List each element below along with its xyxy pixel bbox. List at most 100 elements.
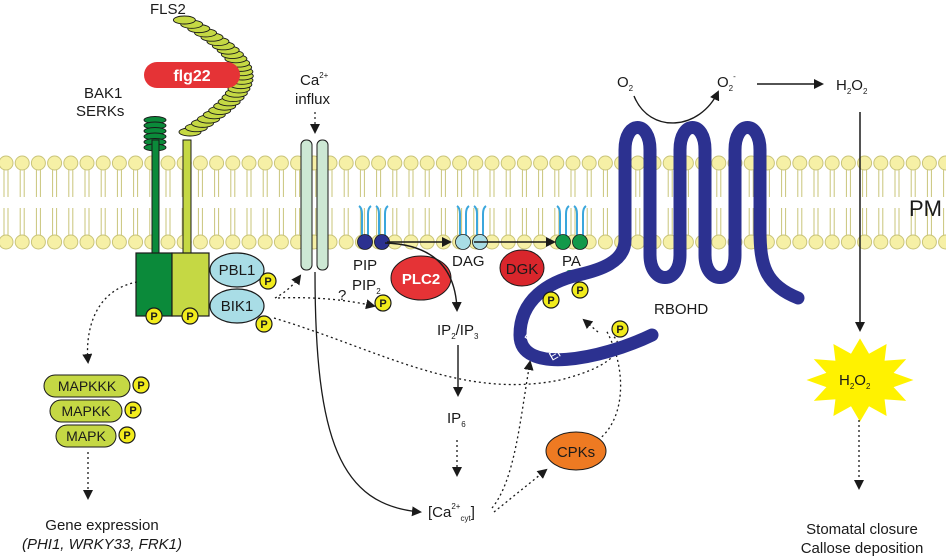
lrr-repeat <box>172 15 196 25</box>
phospholipid <box>840 208 856 250</box>
phospholipid <box>192 208 208 250</box>
phospholipid <box>79 155 95 197</box>
phospholipid <box>63 208 79 250</box>
phospholipid <box>905 155 921 197</box>
ip6-label: IP6 <box>447 410 466 429</box>
phospholipid <box>241 208 257 250</box>
mapkk: MAPKK P <box>49 399 142 423</box>
phospholipid <box>160 208 176 250</box>
arrow-cacyt-cpks <box>493 468 548 513</box>
phospholipid <box>905 208 921 250</box>
flg22-ligand <box>144 62 240 88</box>
bak1-kinase-domain <box>135 252 173 317</box>
phospholipid <box>241 155 257 197</box>
phospholipid <box>808 155 824 197</box>
h2o2-burst-label: H2O2 <box>839 372 871 391</box>
phospholipid <box>387 155 403 197</box>
fls2-transmembrane <box>182 139 192 256</box>
ca-channel-left <box>300 139 313 271</box>
arrow-bik1-rbohd <box>273 317 619 386</box>
cpks-label: CPKs <box>557 444 595 461</box>
svg-text:P: P <box>129 405 136 417</box>
arrow-channel-cacyt <box>314 271 422 517</box>
phospholipid <box>128 208 144 250</box>
phospholipid <box>257 208 273 250</box>
svg-text:P: P <box>123 430 130 442</box>
gene-expression-label: Gene expression <box>45 517 158 534</box>
arrow-cacyt-ef <box>491 360 534 509</box>
phospho-pbl1: P <box>259 272 277 290</box>
phospholipid <box>516 155 532 197</box>
phospholipid <box>938 155 946 197</box>
phospholipid <box>824 155 840 197</box>
phospholipid <box>192 155 208 197</box>
svg-text:P: P <box>150 311 157 323</box>
plasma-membrane <box>0 155 946 250</box>
rbohd-protein <box>513 121 805 367</box>
phospholipid <box>581 155 597 197</box>
phospholipid <box>273 208 289 250</box>
arrow-bik1-plc2 <box>277 297 376 310</box>
plc2-label: PLC2 <box>402 271 440 288</box>
phospholipid <box>597 208 613 250</box>
fls2-kinase-domain <box>171 252 210 317</box>
bik1-label: BIK1 <box>221 298 254 315</box>
phospho-bak1: P <box>145 307 163 325</box>
svg-text:P: P <box>616 324 623 336</box>
flg22-label: flg22 <box>173 68 210 85</box>
h2o2-burst <box>806 338 914 422</box>
phospholipid <box>419 208 435 250</box>
phospholipid <box>792 155 808 197</box>
arrow-receptor-mapk <box>82 281 138 364</box>
phospholipid <box>840 155 856 197</box>
superoxide-label: O2- <box>717 72 736 93</box>
o2-label: O2 <box>617 74 634 93</box>
gene-list-label: (PHI1, WRKY33, FRK1) <box>22 536 182 553</box>
phospholipid <box>47 208 63 250</box>
bak1-label: BAK1 <box>84 85 122 102</box>
phospholipid <box>111 155 127 197</box>
phospho-rbohd-3: P <box>611 320 629 338</box>
svg-text:MAPKK: MAPKK <box>61 403 111 419</box>
phospholipid <box>30 155 46 197</box>
phospholipid <box>257 155 273 197</box>
phospholipid <box>209 208 225 250</box>
phospholipid <box>30 208 46 250</box>
phospholipid <box>403 208 419 250</box>
phospholipid <box>160 155 176 197</box>
pbl1-label: PBL1 <box>219 262 256 279</box>
svg-text:P: P <box>547 295 554 307</box>
svg-text:P: P <box>137 380 144 392</box>
ca-influx-label: Ca2+ <box>300 71 329 89</box>
phospholipid <box>533 208 549 250</box>
phospholipid <box>95 155 111 197</box>
phospholipid <box>14 208 30 250</box>
pip2-label: PIP2 <box>352 277 381 296</box>
phospholipid <box>857 155 873 197</box>
phospholipid <box>63 155 79 197</box>
phospholipid <box>873 208 889 250</box>
serks-label: SERKs <box>76 103 124 120</box>
phospholipid <box>630 208 646 250</box>
phospholipid <box>338 155 354 197</box>
phospholipid <box>500 155 516 197</box>
svg-text:P: P <box>186 311 193 323</box>
phospholipid <box>565 155 581 197</box>
phospholipid <box>338 208 354 250</box>
phospholipid <box>225 155 241 197</box>
phospholipid <box>0 208 14 250</box>
svg-text:P: P <box>576 285 583 297</box>
pip-label: PIP <box>353 257 377 274</box>
phospholipid <box>419 155 435 197</box>
phospholipid <box>47 155 63 197</box>
pa-lipid <box>555 205 571 250</box>
callose-deposition-label: Callose deposition <box>801 540 924 557</box>
phospholipid <box>95 208 111 250</box>
mapkkk: MAPKKK P <box>43 374 150 398</box>
svg-text:P: P <box>260 319 267 331</box>
phospholipid <box>824 208 840 250</box>
mapk: MAPK P <box>55 424 136 448</box>
phospholipid <box>516 208 532 250</box>
phospholipid <box>468 155 484 197</box>
ip2ip3-label: IP2/IP3 <box>437 322 479 341</box>
